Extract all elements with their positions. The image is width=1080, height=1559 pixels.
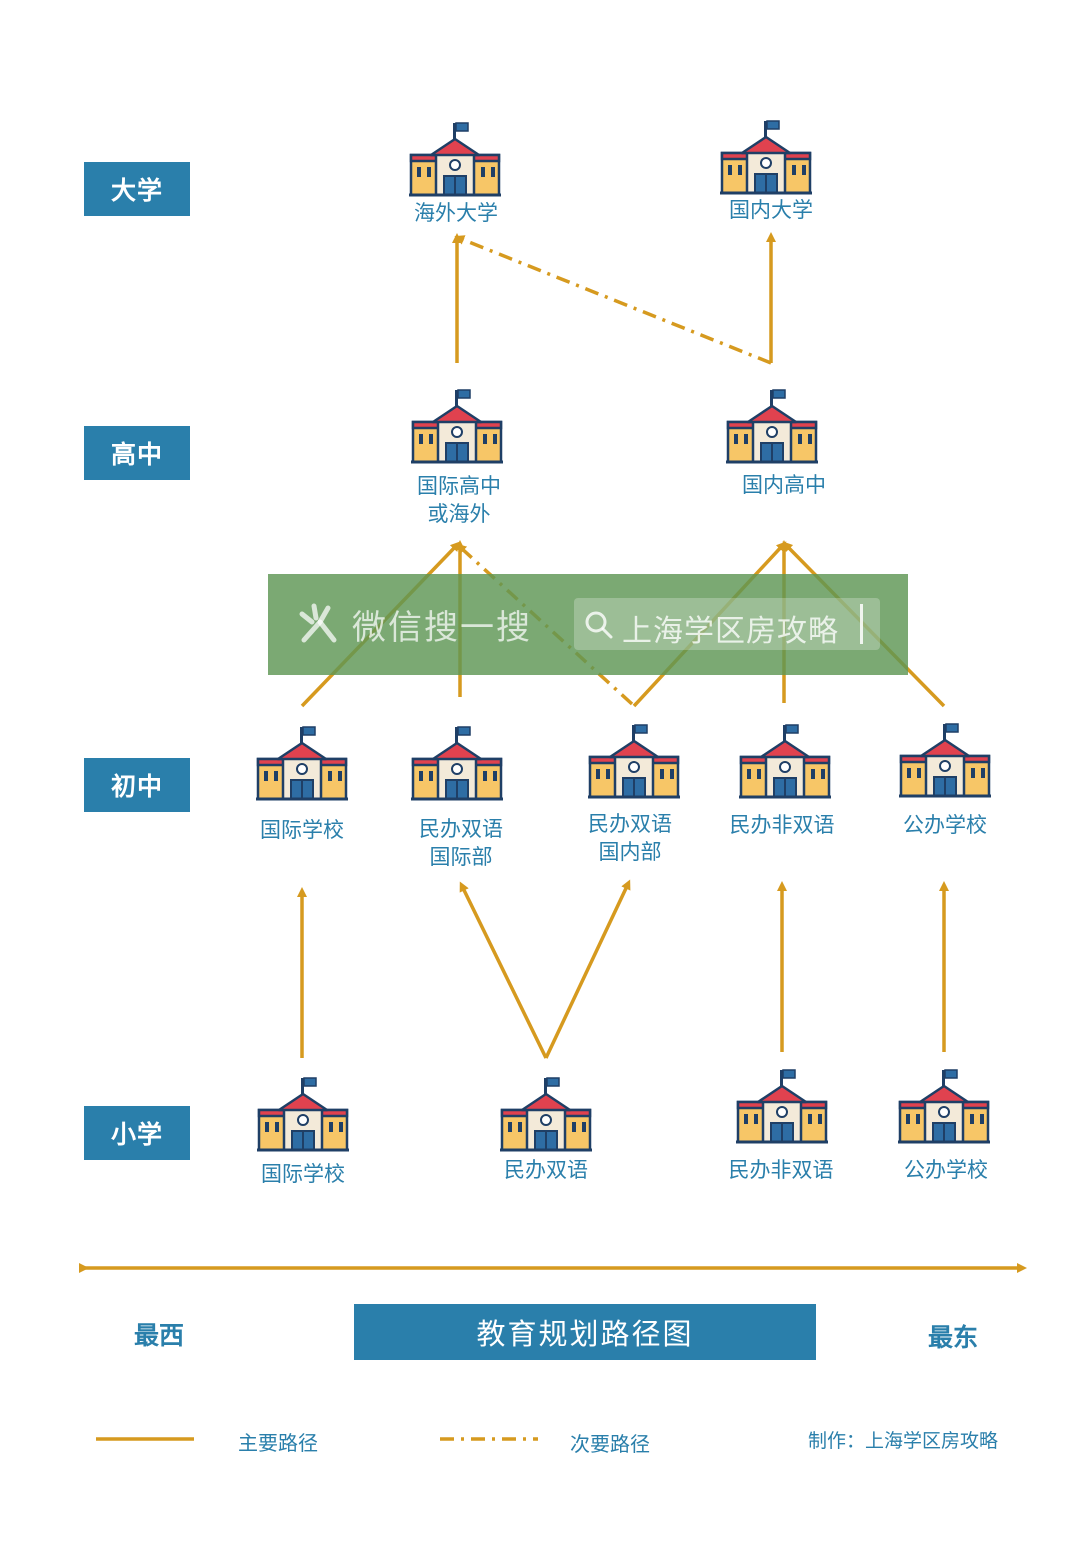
school-label-ms-intl: 国际学校 — [260, 818, 344, 842]
level-label-university: 大学 — [84, 162, 190, 216]
school-label-ms-bilingual-domestic: 民办双语 国内部 — [588, 812, 672, 864]
ps-bilingual-icon — [498, 1076, 594, 1152]
school-label-uni-domestic: 国内大学 — [729, 198, 813, 222]
uni-domestic-icon — [718, 119, 814, 195]
ms-public-icon — [897, 722, 993, 798]
legend-secondary-label: 次要路径 — [570, 1432, 650, 1456]
watermark-text-cursor — [860, 604, 863, 644]
watermark-brand-text: 微信搜一搜 — [352, 608, 532, 648]
axis-east-label: 最东 — [928, 1323, 979, 1352]
school-label-ms-public: 公办学校 — [903, 813, 987, 837]
watermark-search-box: 上海学区房攻略 — [574, 598, 880, 650]
watermark-search-text: 上海学区房攻略 — [622, 614, 839, 649]
uni-overseas-icon — [407, 121, 503, 197]
path-secondary-hs-domestic-to-uni-overseas — [454, 235, 772, 365]
school-label-ps-public: 公办学校 — [904, 1158, 988, 1182]
search-icon — [585, 611, 613, 639]
diagram-title: 教育规划路径图 — [354, 1304, 816, 1360]
school-label-ps-bilingual: 民办双语 — [504, 1158, 588, 1182]
path-ps-bilingual-to-ms-domestic-dept — [544, 879, 631, 1059]
school-label-hs-intl: 国际高中 或海外 — [417, 474, 501, 526]
legend-primary-label: 主要路径 — [238, 1431, 318, 1455]
ms-intl-icon — [254, 725, 350, 801]
school-label-ms-nonbilingual: 民办非双语 — [729, 813, 835, 837]
hs-intl-icon — [409, 388, 505, 464]
wechat-search-watermark: 微信搜一搜 上海学区房攻略 — [268, 574, 908, 675]
ms-bilingual-intl-icon — [409, 725, 505, 801]
ps-intl-icon — [255, 1076, 351, 1152]
school-label-ps-nonbilingual: 民办非双语 — [728, 1158, 834, 1182]
credit-label: 制作：上海学区房攻略 — [808, 1430, 999, 1452]
ms-bilingual-domestic-icon — [586, 723, 682, 799]
level-label-high-school: 高中 — [84, 426, 190, 480]
hs-domestic-icon — [724, 388, 820, 464]
weixin-search-logo-icon — [299, 603, 337, 643]
ms-nonbilingual-icon — [737, 723, 833, 799]
axis-west-label: 最西 — [134, 1321, 185, 1350]
path-ps-bilingual-to-ms-intl-dept — [459, 881, 548, 1059]
school-label-ms-bilingual-intl: 民办双语 国际部 — [419, 817, 503, 869]
level-label-middle-school: 初中 — [84, 758, 190, 812]
school-label-hs-domestic: 国内高中 — [742, 473, 826, 497]
ps-public-icon — [896, 1068, 992, 1144]
school-label-uni-overseas: 海外大学 — [414, 201, 498, 225]
level-label-primary-school: 小学 — [84, 1106, 190, 1160]
ps-nonbilingual-icon — [734, 1068, 830, 1144]
school-label-ps-intl: 国际学校 — [261, 1162, 345, 1186]
